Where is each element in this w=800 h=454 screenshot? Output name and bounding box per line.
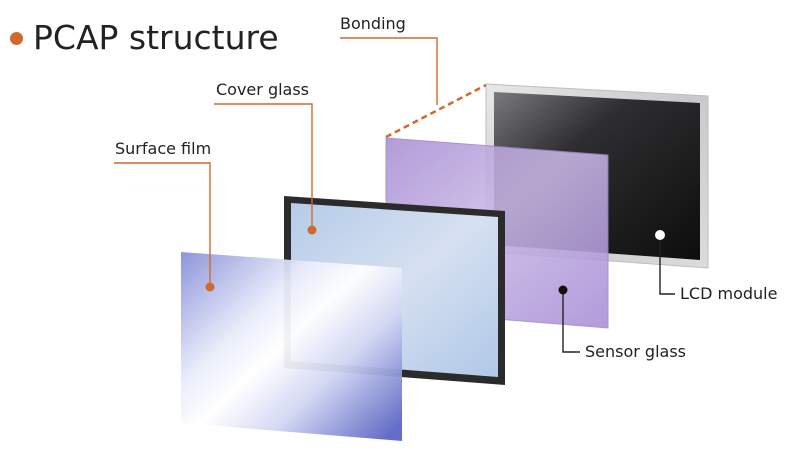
label-cover-glass: Cover glass: [216, 80, 310, 99]
surface-film-leader-line: [114, 162, 211, 287]
cover-glass-marker: [307, 225, 317, 235]
sensor-glass-marker: [558, 285, 568, 295]
page-title: PCAP structure: [10, 18, 279, 58]
title-text: PCAP structure: [33, 18, 279, 57]
surface-film-marker: [205, 282, 215, 292]
lcd-module-leader-line: [659, 240, 675, 295]
bonding-leader-line: [340, 37, 438, 105]
sensor-glass-leader-line: [562, 294, 580, 353]
label-surface-film: Surface film: [115, 139, 212, 158]
label-bonding: Bonding: [340, 14, 406, 33]
label-sensor-glass: Sensor glass: [585, 342, 687, 361]
cover-glass-leader-line: [214, 103, 313, 230]
bonding-dashed-line: [385, 83, 487, 139]
surface-film-layer: [181, 252, 402, 441]
title-bullet-icon: [10, 31, 23, 45]
label-lcd-module: LCD module: [680, 284, 778, 303]
lcd-module-marker: [655, 230, 665, 240]
